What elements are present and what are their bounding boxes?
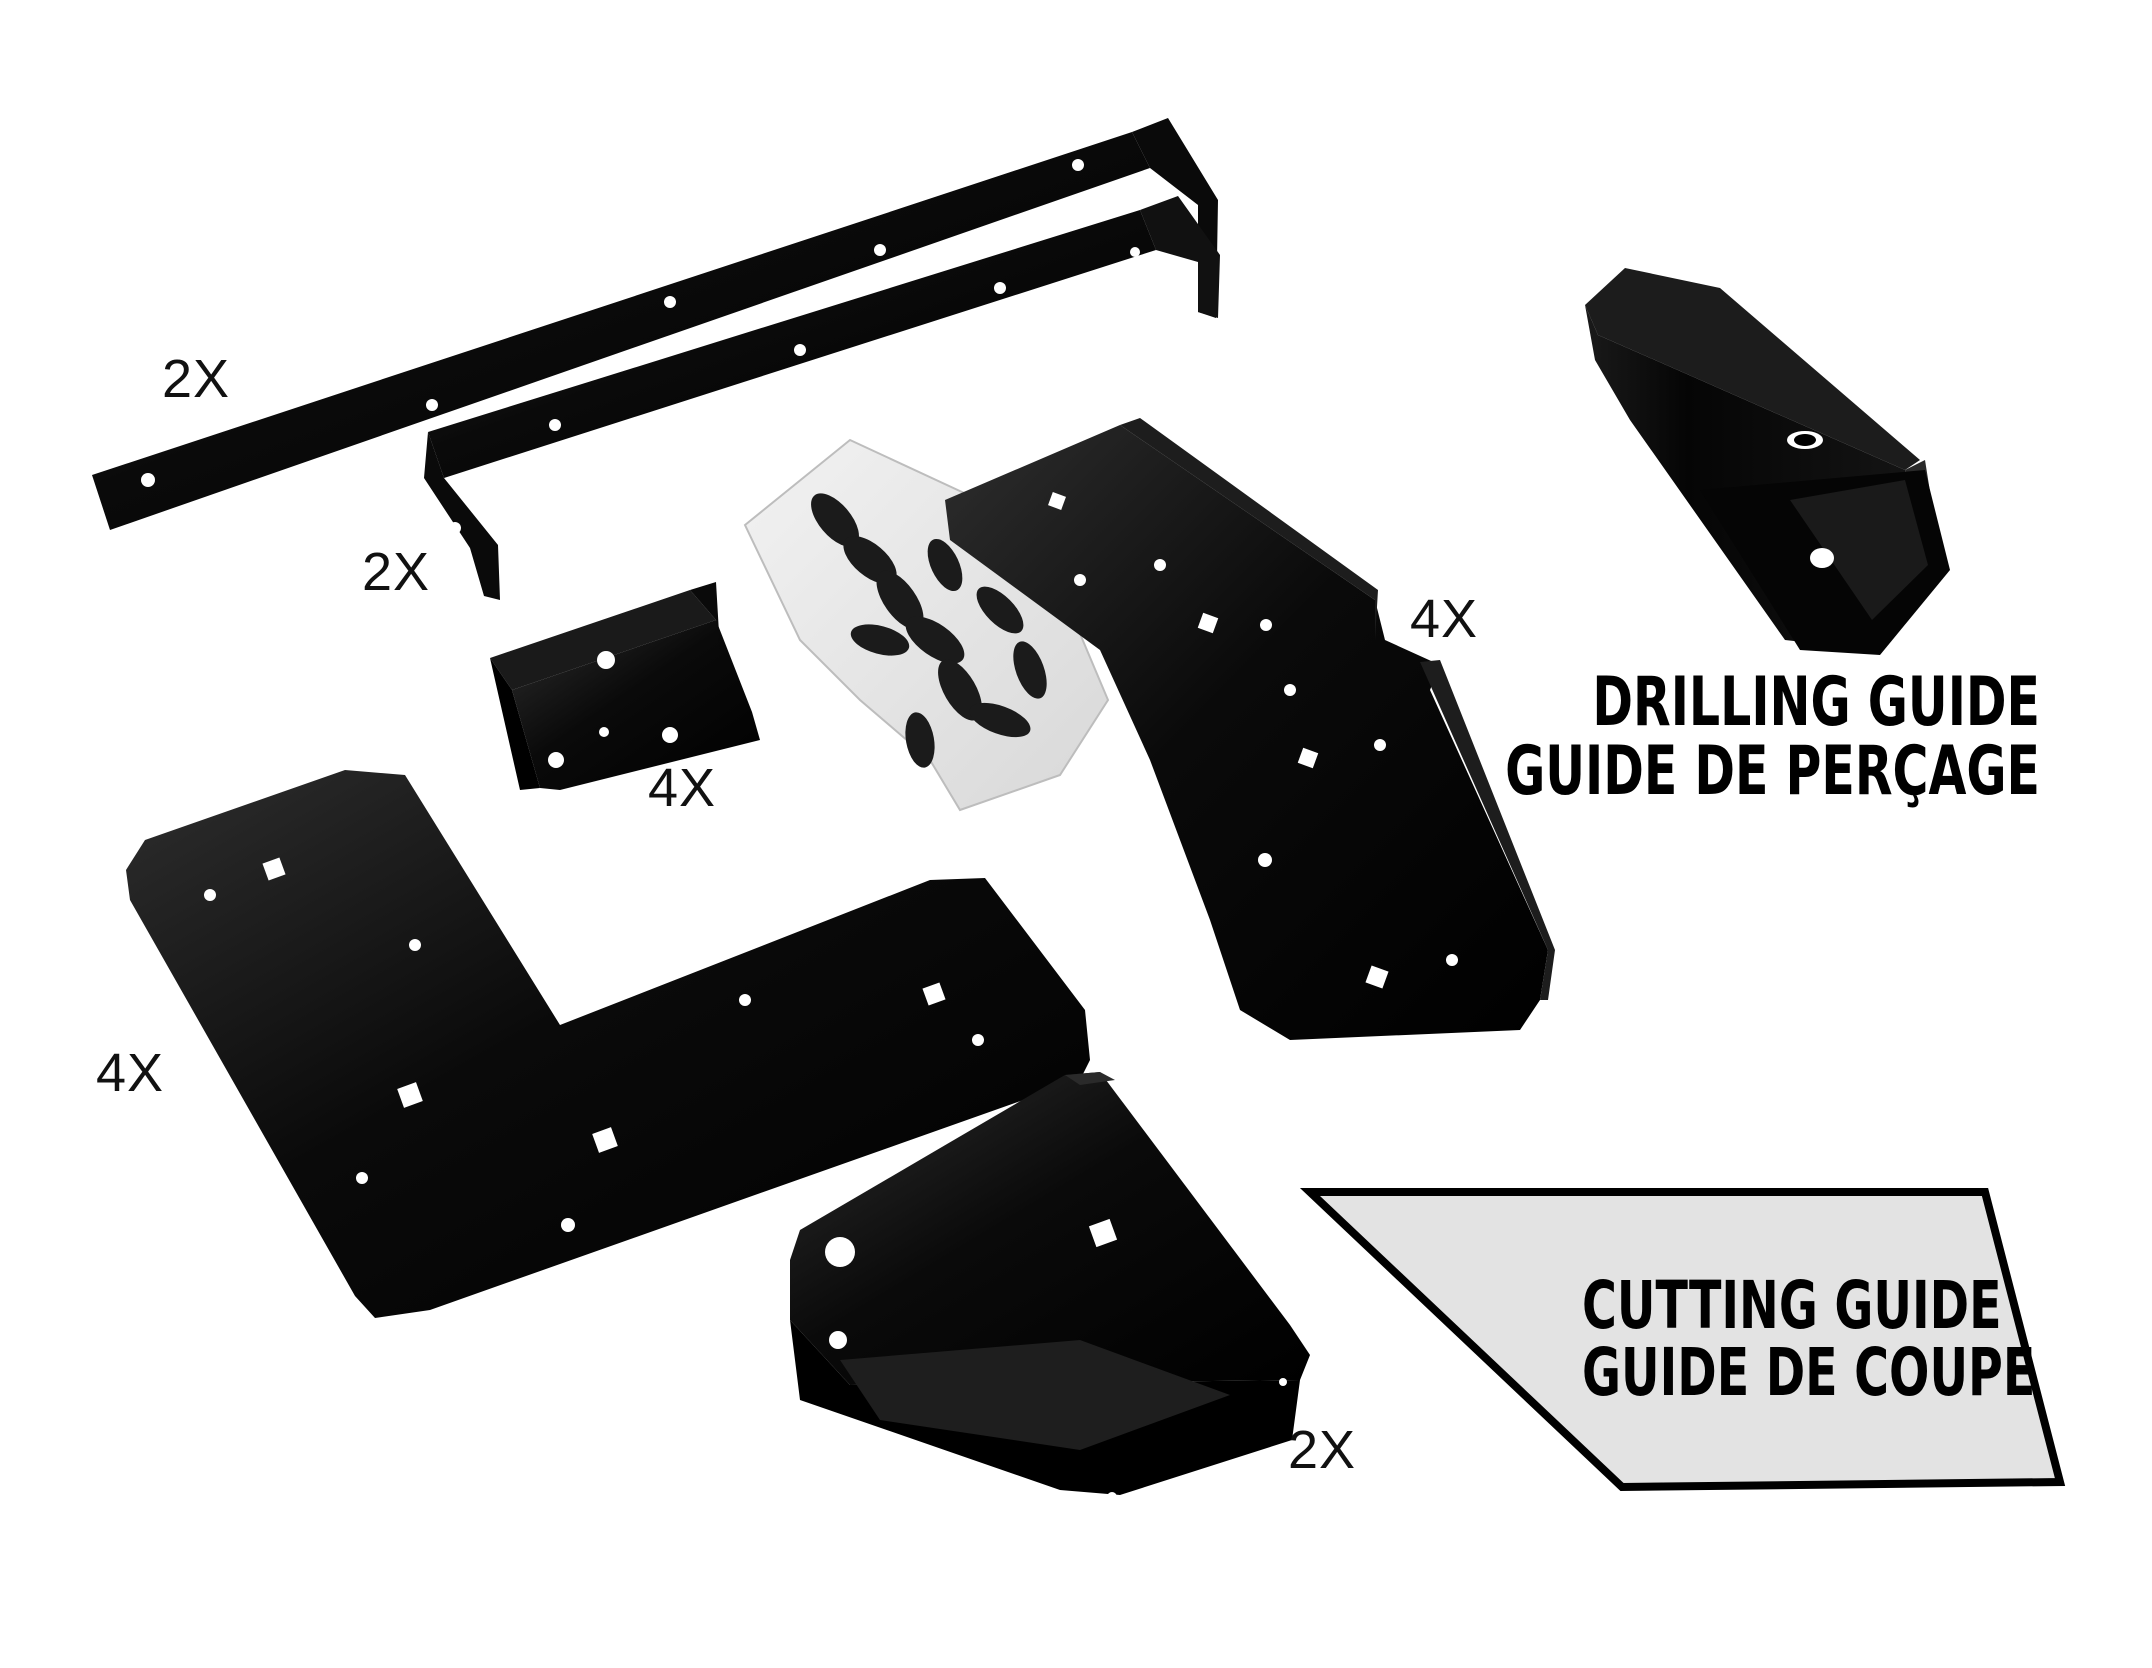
y-plate [945, 418, 1555, 1045]
long-bracket [92, 118, 1218, 530]
qty-small-angle: 4X [648, 758, 717, 818]
drilling-guide-tube [1585, 268, 1950, 655]
qty-short-bracket: 2X [362, 542, 431, 602]
qty-saddle: 2X [1288, 1420, 1357, 1480]
small-angle-bracket [490, 582, 760, 790]
qty-long-bracket: 2X [162, 349, 231, 409]
drilling-guide-line-en: DRILLING GUIDE [1592, 663, 2040, 742]
short-bracket [424, 196, 1220, 600]
drilling-guide-label: DRILLING GUIDE GUIDE DE PERÇAGE [1457, 668, 2040, 807]
cutting-guide-panel [1299, 1188, 2066, 1492]
saddle-bracket [790, 1072, 1310, 1502]
screw-bag [743, 438, 1110, 812]
qty-l-plate: 4X [96, 1043, 165, 1103]
cutting-guide-line-en: CUTTING GUIDE [1582, 1267, 2002, 1344]
drilling-guide-line-fr: GUIDE DE PERÇAGE [1505, 732, 2040, 812]
cutting-guide-line-fr: GUIDE DE COUPE [1582, 1334, 2036, 1412]
qty-y-plate: 4X [1410, 589, 1479, 649]
l-plate [126, 770, 1090, 1349]
cutting-guide-label: CUTTING GUIDE GUIDE DE COUPE [1582, 1272, 2035, 1407]
